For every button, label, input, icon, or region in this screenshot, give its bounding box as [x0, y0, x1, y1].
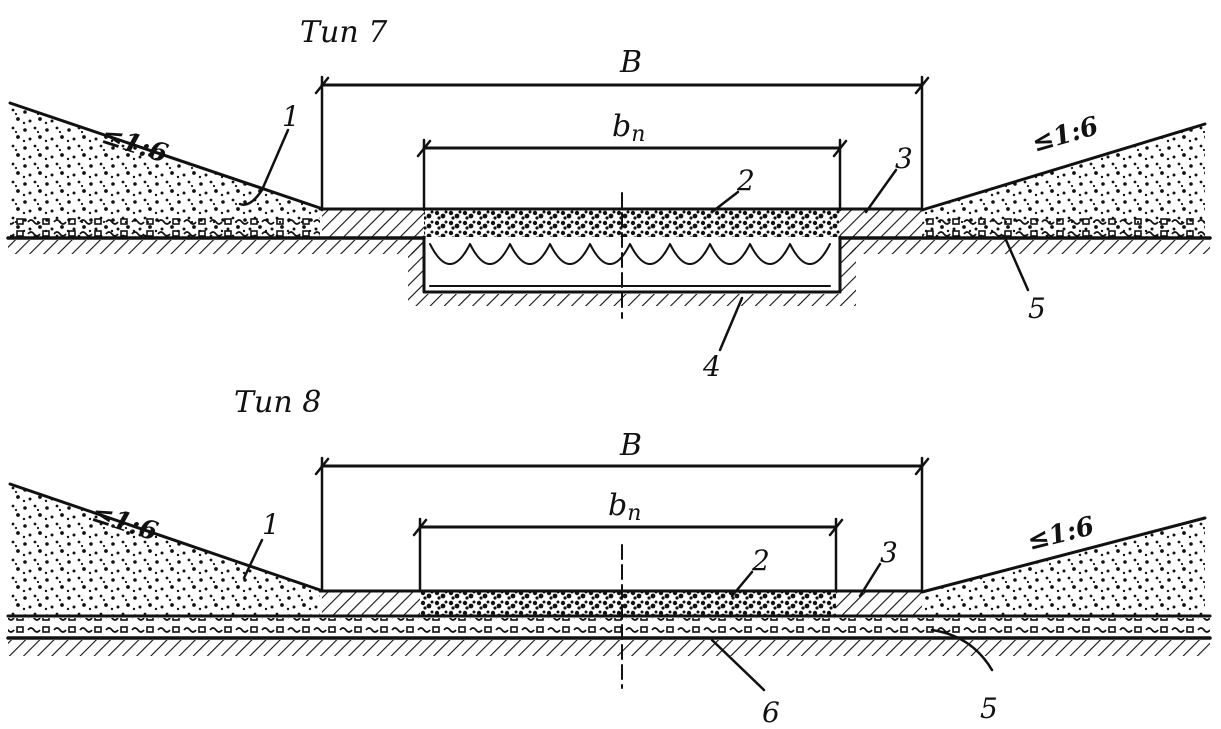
svg-text:6: 6: [762, 696, 780, 729]
panel-title: Тип 7: [300, 15, 388, 50]
svg-text:2: 2: [751, 544, 770, 577]
svg-text:4: 4: [702, 350, 721, 383]
panel-title: Тип 8: [234, 385, 321, 420]
svg-text:5: 5: [980, 692, 998, 725]
svg-text:3: 3: [880, 536, 898, 569]
svg-text:3: 3: [895, 142, 913, 175]
right-slope-line: [920, 122, 1207, 212]
callout-2: 2: [730, 544, 770, 598]
callout-5: 5: [1004, 238, 1046, 325]
left-embankment: [10, 484, 320, 616]
ground-hatch: [8, 640, 1210, 656]
panel-type-8: Тип 8 B bп: [6, 385, 1212, 729]
svg-text:1: 1: [262, 508, 280, 541]
svg-text:5: 5: [1028, 292, 1046, 325]
left-drainage-layer: [10, 213, 320, 238]
left-shoulder: [322, 209, 424, 237]
drainage-layer: [8, 618, 1210, 636]
right-embankment: [922, 124, 1205, 238]
ground-hatch-left: [8, 240, 424, 254]
callout-2: 2: [710, 164, 755, 214]
right-slope-line: [920, 516, 1207, 594]
svg-text:1: 1: [282, 100, 300, 133]
dimension-bp-label: bп: [612, 109, 645, 147]
base-trench: [422, 235, 842, 294]
ground-hatch-right: [840, 240, 1210, 254]
callout-3: 3: [864, 142, 913, 214]
right-slope-label: ≤1:6: [1029, 111, 1102, 158]
right-embankment: [922, 518, 1205, 616]
dimension-B-label: B: [619, 428, 642, 463]
callout-6: 6: [710, 638, 780, 729]
panel-type-7: Тип 7 B bп: [6, 15, 1212, 383]
svg-text:2: 2: [736, 164, 755, 197]
right-shoulder: [840, 209, 922, 237]
left-shoulder: [322, 591, 420, 615]
pavement-layer: [420, 591, 836, 615]
dimension-bp: bп: [412, 488, 844, 592]
callout-1: 1: [242, 508, 280, 580]
ground-hatch-trench: [408, 294, 856, 306]
callout-3: 3: [858, 536, 898, 598]
base-fill: [429, 243, 831, 287]
right-shoulder: [836, 591, 922, 615]
dimension-bp: bп: [416, 109, 848, 212]
left-slope-line: [8, 101, 322, 210]
dimension-bp-label: bп: [608, 488, 641, 526]
dimension-B: B: [314, 45, 930, 212]
callout-1: 1: [238, 100, 300, 206]
callout-5: 5: [930, 628, 998, 725]
dimension-B-label: B: [619, 45, 642, 80]
right-drainage-layer: [922, 213, 1205, 238]
dimension-B: B: [314, 428, 930, 592]
callout-4: 4: [702, 296, 744, 383]
pavement-layer: [424, 209, 840, 237]
left-slope-line: [8, 482, 322, 592]
